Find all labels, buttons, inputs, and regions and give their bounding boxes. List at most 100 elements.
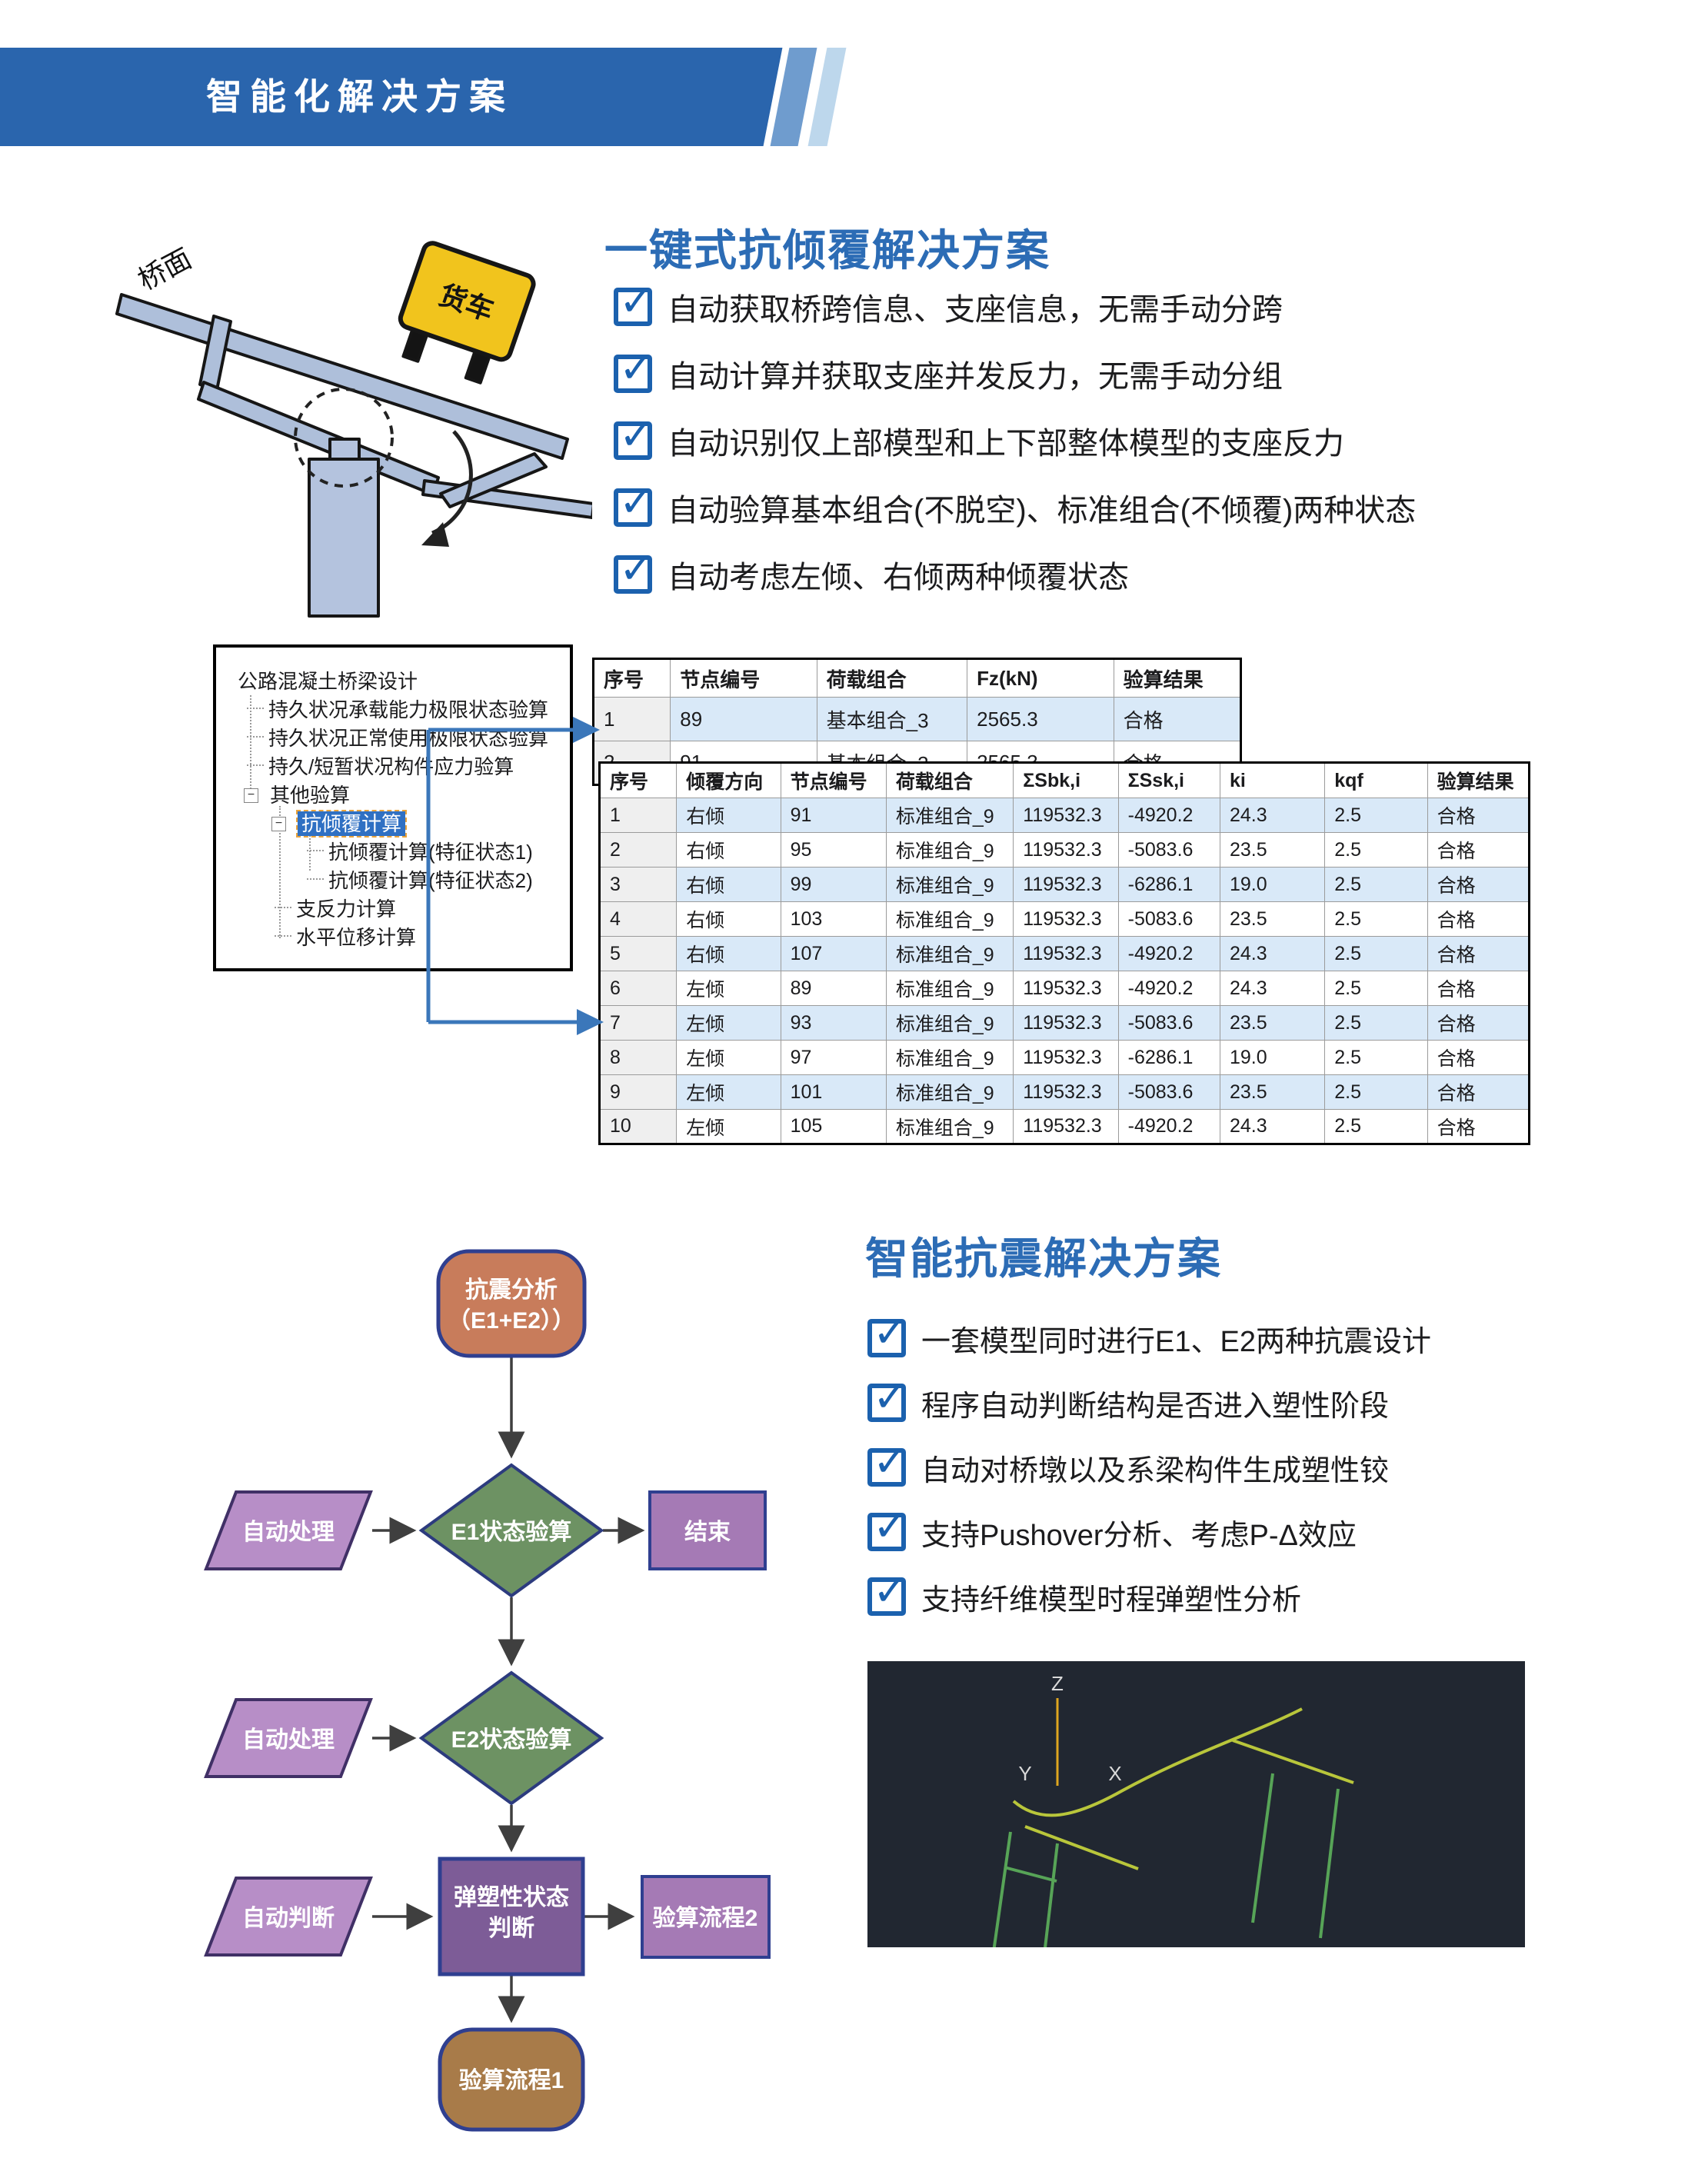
checklist-item-label: 自动计算并获取支座并发反力，无需手动分组: [668, 359, 1283, 394]
table-cell: 2.5: [1324, 936, 1428, 971]
bearing-block: [328, 438, 361, 461]
tree-item: 支反力计算: [216, 895, 570, 924]
tree-item-label: 抗倾覆计算(特征状态1): [328, 841, 533, 864]
table-cell: 24.3: [1219, 798, 1326, 833]
column-header: ΣSbk,i: [1013, 762, 1119, 798]
tree-item-label: 支反力计算: [296, 898, 397, 921]
table-cell: 左倾: [676, 1109, 781, 1144]
table-cell: 119532.3: [1013, 867, 1119, 902]
table-cell: 右倾: [676, 867, 781, 902]
checklist-item-label: 自动对桥墩以及系梁构件生成塑性铰: [921, 1454, 1390, 1487]
table-cell: 23.5: [1219, 832, 1326, 868]
checkbox-check-icon: [614, 344, 654, 393]
table-cell: 合格: [1427, 798, 1530, 833]
tree-branch-line: [275, 935, 291, 937]
table-cell: 标准组合_9: [885, 867, 1014, 902]
checklist-item: 自动考虑左倾、右倾两种倾覆状态: [614, 541, 1416, 608]
table-cell: 1: [598, 798, 678, 833]
flow-e2-diamond: [418, 1670, 604, 1806]
table-cell: 10: [598, 1109, 678, 1144]
checklist-item-label: 一套模型同时进行E1、E2两种抗震设计: [921, 1325, 1431, 1358]
table-cell: 2.5: [1324, 798, 1428, 833]
flow-auto-process-1-label: 自动处理: [242, 1520, 335, 1545]
table-cell: -4920.2: [1117, 1109, 1220, 1144]
checkbox-check-icon: [614, 277, 654, 326]
table-cell: 左倾: [676, 1074, 781, 1110]
table-cell: -6286.1: [1117, 867, 1220, 902]
table-cell: 24.3: [1219, 936, 1326, 971]
table-cell: 8: [598, 1040, 678, 1075]
table-cell: -5083.6: [1117, 901, 1220, 937]
table-cell: 119532.3: [1013, 1040, 1119, 1075]
flow-auto-process-1: [204, 1490, 373, 1570]
bearing-focus-circle: [294, 388, 394, 488]
tree-expander-icon: [271, 817, 286, 831]
axis-x-label: X: [1108, 1762, 1121, 1785]
rotation-arrowhead-icon: [421, 522, 449, 547]
checklist-item: 程序自动判断结构是否进入塑性阶段: [867, 1370, 1431, 1435]
table-cell: 97: [780, 1040, 887, 1075]
table-cell: 7: [598, 1005, 678, 1041]
table-cell: 2.5: [1324, 1005, 1428, 1041]
table-cell: 95: [780, 832, 887, 868]
table-cell: 89: [780, 971, 887, 1006]
section-title-seismic: 智能抗震解决方案: [865, 1234, 1222, 1283]
tree-item-label: 公路混凝土桥梁设计: [238, 670, 418, 693]
flow-start-node: [436, 1249, 587, 1358]
checklist-item-label: 支持纤维模型时程弹塑性分析: [921, 1584, 1302, 1617]
table-cell: 5: [598, 936, 678, 971]
table-cell: 2.5: [1324, 867, 1428, 902]
table-cell: 合格: [1427, 1005, 1530, 1041]
flow-process1-node: [438, 2027, 585, 2132]
table-cell: 119532.3: [1013, 1074, 1119, 1110]
table-cell: 105: [780, 1109, 887, 1144]
flow-e1-label: E1状态验算: [451, 1519, 572, 1545]
rotation-arrow: [431, 430, 473, 535]
table-cell: 合格: [1427, 901, 1530, 937]
table-cell: 合格: [1427, 971, 1530, 1006]
table-cell: 2.5: [1324, 1109, 1428, 1144]
column-header: ki: [1219, 762, 1326, 798]
table-cell: 标准组合_9: [885, 1040, 1014, 1075]
column-header: 验算结果: [1427, 762, 1530, 798]
tree-item-label: 水平位移计算: [296, 926, 417, 949]
table-cell: 标准组合_9: [885, 798, 1014, 833]
flow-process2-node: [641, 1875, 771, 1959]
tree-item-label: 持久/短暂状况构件应力验算: [268, 755, 514, 778]
table-cell: -5083.6: [1117, 1005, 1220, 1041]
table-cell: 119532.3: [1013, 971, 1119, 1006]
checklist-item-label: 自动识别仅上部模型和上下部整体模型的支座反力: [668, 426, 1344, 461]
tree-branch-line: [247, 736, 264, 738]
tree-branch-line: [307, 878, 324, 881]
fiber-model-3d-view: Z Y X: [867, 1661, 1525, 1947]
seismic-feature-list: 一套模型同时进行E1、E2两种抗震设计程序自动判断结构是否进入塑性阶段自动对桥墩…: [867, 1306, 1431, 1629]
seismic-flowchart: 抗震分析 （E1+E2）） E1状态验算 自动处理 结束 E2状态验算 自动处理…: [204, 1249, 771, 2132]
table-cell: 19.0: [1219, 1040, 1326, 1075]
table-cell: 标准组合_9: [885, 901, 1014, 937]
tree-item: 抗倾覆计算(特征状态2): [216, 867, 570, 895]
checkbox-check-icon: [614, 411, 654, 460]
tree-item: 抗倾覆计算: [216, 810, 570, 838]
table-cell: 1: [592, 697, 671, 741]
checkbox-check-icon: [867, 1308, 907, 1357]
table-cell: 标准组合_9: [885, 1005, 1014, 1041]
table-cell: 2.5: [1324, 832, 1428, 868]
design-tree-panel: 公路混凝土桥梁设计持久状况承载能力极限状态验算持久状况正常使用极限状态验算持久/…: [213, 644, 573, 971]
table-cell: -6286.1: [1117, 1040, 1220, 1075]
table-cell: 合格: [1427, 1074, 1530, 1110]
checklist-item: 支持纤维模型时程弹塑性分析: [867, 1564, 1431, 1629]
table-cell: 标准组合_9: [885, 1109, 1014, 1144]
table-cell: 119532.3: [1013, 936, 1119, 971]
checklist-item-label: 程序自动判断结构是否进入塑性阶段: [921, 1390, 1390, 1423]
column-header: 节点编号: [780, 762, 887, 798]
tree-branch-line: [247, 764, 264, 767]
